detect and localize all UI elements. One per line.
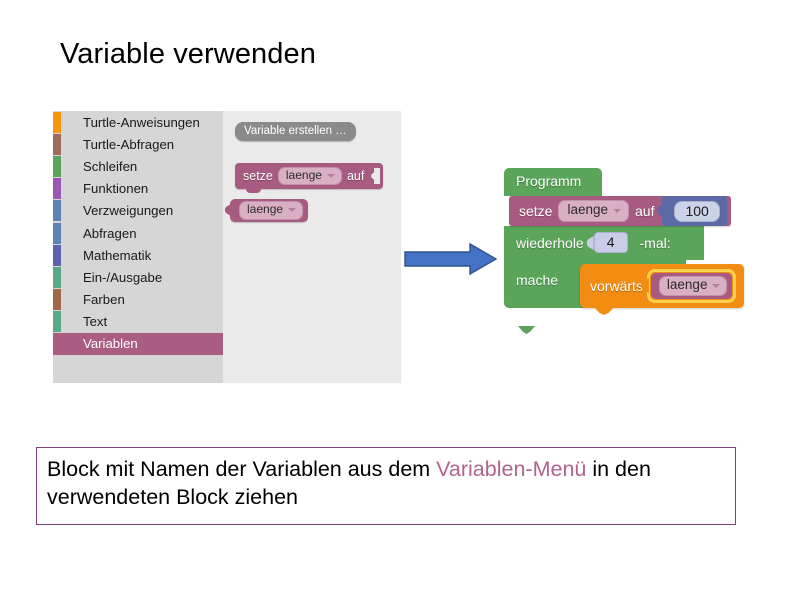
program-variable-block-laenge[interactable]: laenge [640, 273, 733, 299]
chevron-down-icon [288, 208, 297, 212]
category-color-swatch [53, 244, 61, 266]
category-label: Ein-/Ausgabe [83, 269, 163, 285]
arrow-shape [404, 242, 498, 276]
category-color-swatch [53, 289, 61, 311]
category-color-swatch [53, 311, 61, 333]
palette-setze-variable-label: laenge [285, 167, 322, 182]
loop-suffix: -mal: [639, 234, 671, 251]
category-label: Turtle-Anweisungen [83, 114, 200, 130]
program-block-setze[interactable]: setze laenge auf 100 [509, 196, 731, 226]
vorwaerts-keyword: vorwärts [590, 278, 643, 294]
flow-arrow-icon [404, 242, 498, 276]
palette-setze-keyword2: auf [346, 169, 365, 183]
program-hat-label: Programm [516, 173, 582, 189]
palette-laenge-label: laenge [247, 202, 284, 217]
category-label: Variablen [83, 336, 138, 352]
category-item-variablen[interactable]: Variablen [53, 332, 223, 356]
category-item-verzweigungen[interactable]: Verzweigungen [53, 200, 223, 222]
category-color-swatch [53, 200, 61, 222]
program-block-stack: Programm setze laenge auf 100 wiederhole… [504, 168, 794, 334]
selection-highlight: laenge [640, 269, 737, 303]
palette-setze-value-socket[interactable] [371, 168, 381, 184]
program-laenge-label: laenge [666, 277, 708, 293]
category-label: Turtle-Abfragen [83, 136, 175, 152]
category-item-ein-ausgabe[interactable]: Ein-/Ausgabe [53, 266, 223, 288]
caption-part2: in den verwendeten Block ziehen [47, 457, 651, 510]
loop-body-label: mache [516, 272, 559, 288]
category-item-funktionen[interactable]: Funktionen [53, 178, 223, 200]
palette-setze-keyword: setze [243, 169, 273, 183]
category-item-abfragen[interactable]: Abfragen [53, 222, 223, 244]
category-color-swatch [53, 266, 61, 288]
caption-accent: Variablen-Menü [436, 457, 587, 481]
program-laenge-dropdown[interactable]: laenge [658, 276, 728, 296]
program-setze-keyword2: auf [635, 203, 655, 219]
block-left-plug-icon [640, 278, 649, 293]
stack-bottom-tab-icon [518, 326, 535, 334]
palette-block-setze[interactable]: setze laenge auf [235, 163, 384, 193]
category-item-text[interactable]: Text [53, 311, 223, 333]
palette-block-variable-laenge[interactable]: laenge [225, 199, 309, 222]
category-item-turtle-abfragen[interactable]: Turtle-Abfragen [53, 133, 223, 155]
category-color-swatch [53, 111, 61, 133]
category-label: Schleifen [83, 158, 138, 174]
category-item-mathematik[interactable]: Mathematik [53, 244, 223, 266]
block-bottom-notch-icon [594, 307, 614, 315]
category-item-schleifen[interactable]: Schleifen [53, 155, 223, 177]
program-setze-keyword: setze [519, 203, 553, 219]
page-title: Variable verwenden [60, 38, 316, 70]
block-left-plug-icon [225, 204, 231, 216]
chevron-down-icon [326, 173, 335, 178]
category-label: Verzweigungen [83, 203, 174, 219]
category-color-swatch [53, 133, 61, 155]
number-value-field[interactable]: 100 [674, 200, 720, 222]
block-bottom-nub [246, 188, 261, 193]
caption-text: Block mit Namen der Variablen aus dem Va… [47, 455, 725, 512]
caption-box: Block mit Namen der Variablen aus dem Va… [36, 447, 736, 525]
category-label: Farben [83, 292, 125, 308]
category-label: Funktionen [83, 181, 149, 197]
loop-row: wiederhole 4 -mal: [516, 232, 671, 253]
vorwaerts-block-wrapper: vorwärts laenge [580, 264, 745, 315]
category-item-turtle-anweisungen[interactable]: Turtle-Anweisungen [53, 111, 223, 133]
caption-part1: Block mit Namen der Variablen aus dem [47, 457, 437, 481]
category-label: Abfragen [83, 225, 137, 241]
loop-keyword: wiederhole [516, 234, 584, 251]
category-item-farben[interactable]: Farben [53, 289, 223, 311]
palette-setze-variable-dropdown[interactable]: laenge [277, 166, 342, 186]
loop-count-field[interactable]: 4 [586, 232, 628, 253]
create-variable-button[interactable]: Variable erstellen … [235, 122, 356, 141]
chevron-down-icon [712, 283, 721, 288]
category-color-swatch [53, 222, 61, 244]
program-block-vorwaerts[interactable]: vorwärts laenge [580, 264, 745, 315]
category-label: Text [83, 314, 108, 330]
program-setze-variable-dropdown[interactable]: laenge [558, 200, 630, 222]
program-setze-variable-label: laenge [567, 202, 609, 218]
palette-laenge-dropdown[interactable]: laenge [239, 201, 304, 220]
block-palette-area: Variable erstellen … setze laenge auf la… [223, 111, 401, 383]
category-color-swatch [53, 178, 61, 200]
chevron-down-icon [613, 208, 622, 213]
block-left-plug-icon [586, 236, 594, 250]
block-left-plug-icon [657, 203, 665, 218]
category-color-swatch [53, 155, 61, 177]
program-hat-block[interactable]: Programm [504, 168, 602, 196]
category-label: Mathematik [83, 247, 152, 263]
category-color-swatch [53, 333, 61, 355]
loop-count-value: 4 [606, 234, 615, 250]
number-block-100[interactable]: 100 [657, 196, 727, 226]
